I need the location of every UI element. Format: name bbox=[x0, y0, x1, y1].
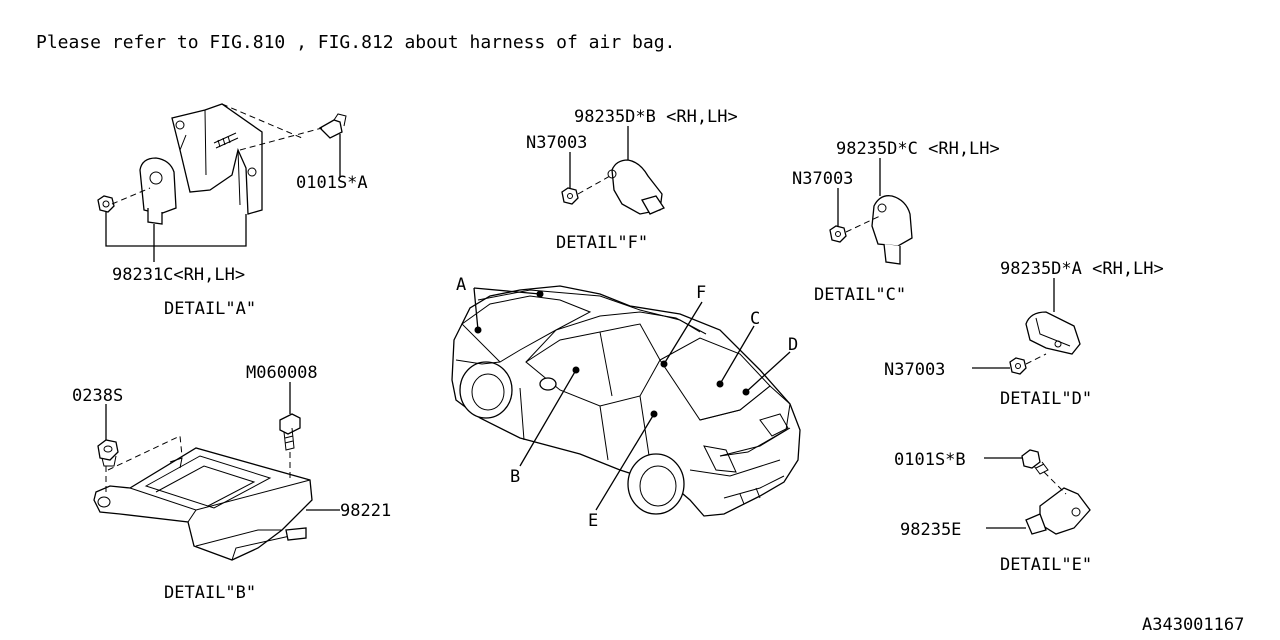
detail-e-group: 0101S*B 98235E DETAIL"E" bbox=[894, 449, 1092, 575]
detail-e-bolt-label: 0101S*B bbox=[894, 450, 966, 470]
detail-c-sensor bbox=[871, 195, 913, 247]
detail-d-sensor bbox=[1025, 311, 1081, 355]
detail-a-nut bbox=[97, 195, 115, 213]
detail-c-title: DETAIL"C" bbox=[814, 285, 906, 305]
detail-b-bolt bbox=[279, 413, 301, 435]
detail-d-sensor-label: 98235D*A <RH,LH> bbox=[1000, 259, 1164, 279]
detail-c-nut-label: N37003 bbox=[792, 169, 853, 189]
detail-f-nut-label: N37003 bbox=[526, 133, 587, 153]
detail-b-group: 0238S M060008 98221 DETAIL"B" bbox=[72, 363, 391, 603]
detail-f-sensor-label: 98235D*B <RH,LH> bbox=[574, 107, 738, 127]
detail-b-nut bbox=[97, 439, 119, 461]
detail-f-group: 98235D*B <RH,LH> N37003 DETAIL"F" bbox=[526, 107, 738, 253]
detail-c-nut bbox=[829, 225, 847, 243]
detail-c-group: 98235D*C <RH,LH> N37003 DETAIL"C" bbox=[792, 139, 1000, 305]
detail-b-bolt-label: M060008 bbox=[246, 363, 318, 383]
detail-a-bracket bbox=[171, 103, 263, 215]
front-wheel bbox=[459, 361, 513, 419]
detail-a-bolt bbox=[318, 119, 343, 139]
detail-e-title: DETAIL"E" bbox=[1000, 555, 1092, 575]
detail-c-sensor-label: 98235D*C <RH,LH> bbox=[836, 139, 1000, 159]
detail-a-sensor-label: 98231C<RH,LH> bbox=[112, 265, 245, 285]
detail-a-group: 0101S*A 98231C<RH,LH> DETAIL"A" bbox=[97, 103, 368, 319]
detail-b-nut-label: 0238S bbox=[72, 386, 123, 406]
figure-code: A343001167 bbox=[1142, 615, 1244, 635]
detail-f-title: DETAIL"F" bbox=[556, 233, 648, 253]
detail-a-bolt-label: 0101S*A bbox=[296, 173, 368, 193]
detail-b-title: DETAIL"B" bbox=[164, 583, 256, 603]
detail-d-group: 98235D*A <RH,LH> N37003 DETAIL"D" bbox=[884, 259, 1164, 409]
rear-wheel bbox=[627, 453, 685, 515]
callout-a: A bbox=[456, 275, 466, 295]
harness-note: Please refer to FIG.810 , FIG.812 about … bbox=[36, 32, 675, 53]
detail-a-sensor bbox=[139, 157, 177, 215]
detail-d-nut-label: N37003 bbox=[884, 360, 945, 380]
detail-d-title: DETAIL"D" bbox=[1000, 389, 1092, 409]
callout-f: F bbox=[696, 283, 706, 303]
vehicle-outline: A B C D E F bbox=[451, 275, 801, 531]
detail-e-sensor bbox=[1039, 487, 1091, 535]
detail-b-unit-label: 98221 bbox=[340, 501, 391, 521]
callout-d: D bbox=[788, 335, 798, 355]
detail-e-bolt bbox=[1021, 449, 1041, 469]
callout-b: B bbox=[510, 467, 520, 487]
detail-a-title: DETAIL"A" bbox=[164, 299, 256, 319]
detail-e-sensor-label: 98235E bbox=[900, 520, 961, 540]
callout-c: C bbox=[750, 309, 760, 329]
callout-e: E bbox=[588, 511, 598, 531]
detail-f-nut bbox=[561, 187, 579, 205]
detail-d-nut bbox=[1009, 357, 1027, 375]
